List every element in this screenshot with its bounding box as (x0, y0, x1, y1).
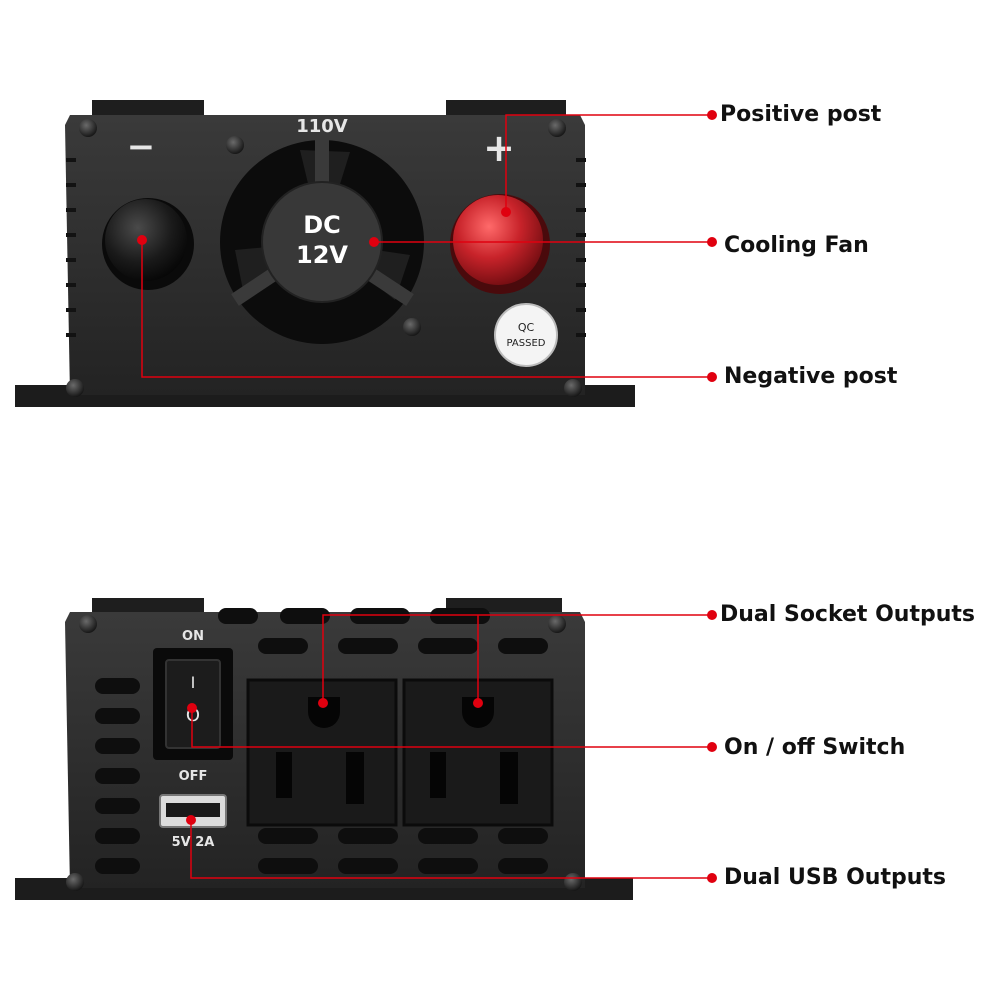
hot-slot (430, 752, 446, 798)
leader-socket-left (322, 614, 712, 703)
front-panel: 110V − + DC 12V QC PASSED (15, 100, 635, 407)
vent-slots (95, 608, 548, 874)
leader-on-off-switch (191, 708, 712, 748)
cooling-fan (220, 140, 424, 344)
qc-sticker-line2: PASSED (507, 338, 546, 349)
screw-icon (548, 119, 566, 137)
neutral-slot (346, 752, 364, 804)
screw-icon (564, 873, 582, 891)
callout-dual-socket-outputs: Dual Socket Outputs (720, 602, 976, 627)
marker-dot (473, 698, 483, 708)
callout-on-off-switch: On / off Switch (724, 735, 906, 760)
fan-hub-label-line1: DC (303, 211, 341, 239)
marker-dot (707, 610, 717, 620)
marker-dot (318, 698, 328, 708)
marker-dots (137, 110, 717, 883)
callout-negative-post: Negative post (724, 364, 898, 389)
negative-post (102, 198, 194, 290)
screw-icon (564, 379, 582, 397)
usb-label: 5V 2A (172, 835, 215, 850)
screw-icon (66, 379, 84, 397)
hot-slot (276, 752, 292, 798)
neutral-slot (500, 752, 518, 804)
ground-hole (308, 697, 340, 728)
usb-port-tongue (166, 803, 220, 817)
qc-sticker-line1: QC (518, 321, 535, 334)
marker-dot (369, 237, 379, 247)
switch-mark-on: I (191, 673, 196, 692)
callout-positive-post: Positive post (720, 102, 882, 127)
marker-dot (707, 873, 717, 883)
back-panel: ON OFF I O 5V 2A (15, 598, 633, 900)
marker-dot (501, 207, 511, 217)
screw-icon (403, 318, 421, 336)
minus-symbol: − (127, 127, 156, 167)
callout-cooling-fan: Cooling Fan (724, 233, 869, 258)
leader-negative-post (141, 240, 712, 378)
marker-dot (137, 235, 147, 245)
qc-passed-sticker (494, 303, 558, 367)
ac-socket-right[interactable] (402, 678, 554, 827)
ground-hole (462, 697, 494, 728)
voltage-label: 110V (296, 116, 348, 137)
back-screws (66, 615, 582, 891)
front-top-fins (92, 100, 566, 118)
switch-on-label: ON (182, 629, 204, 644)
front-side-fins (66, 158, 586, 337)
marker-dot (707, 742, 717, 752)
screw-icon (66, 873, 84, 891)
positive-post-knob (453, 195, 543, 285)
marker-dot (707, 110, 717, 120)
leader-usb (190, 820, 712, 879)
leader-lines (141, 114, 712, 879)
usb-port[interactable] (159, 794, 227, 828)
marker-dot (707, 372, 717, 382)
fan-hub-label-line2: 12V (296, 241, 348, 269)
marker-dot (707, 237, 717, 247)
screw-icon (548, 615, 566, 633)
switch-off-label: OFF (179, 769, 208, 784)
marker-dot (186, 815, 196, 825)
callout-dual-usb-outputs: Dual USB Outputs (724, 865, 947, 890)
positive-post (450, 194, 550, 294)
screw-icon (79, 615, 97, 633)
screw-icon (226, 136, 244, 154)
screw-icon (79, 119, 97, 137)
plus-symbol: + (483, 126, 515, 170)
marker-dot (187, 703, 197, 713)
front-screws (66, 119, 582, 397)
leader-positive-post (505, 114, 712, 212)
